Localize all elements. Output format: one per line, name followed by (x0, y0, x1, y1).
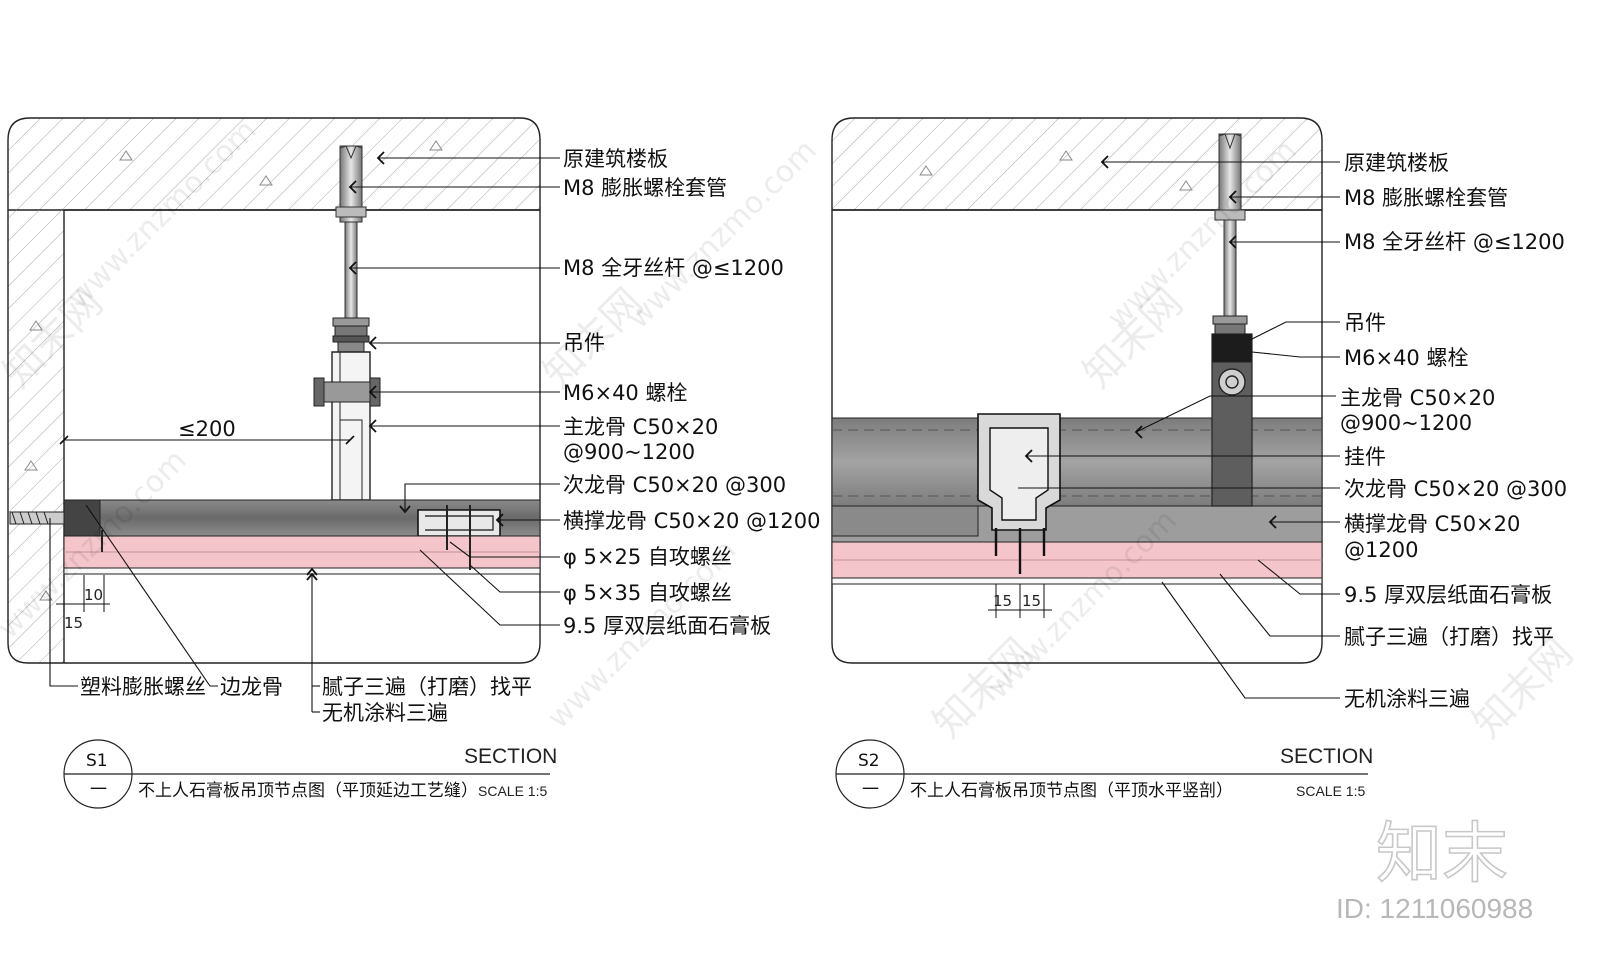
s1-hanger (331, 351, 371, 501)
s1-label-main-keel: 主龙骨 C50×20 (563, 415, 718, 439)
s2-label-anchor: M8 膨胀螺栓套管 (1344, 186, 1508, 210)
s2-scale: SCALE 1:5 (1296, 783, 1365, 799)
s2-detail: 15 15 原建筑楼板 M8 膨胀螺栓套管 M8 全 (831, 117, 1567, 809)
s1-cross-keel (417, 509, 501, 537)
s1-label-bolt: M6×40 螺栓 (563, 381, 687, 405)
s2-floor-slab (831, 117, 1323, 211)
s1-scale: SCALE 1:5 (478, 783, 547, 799)
s1-dim-10: 10 (84, 586, 103, 604)
s1-dim-200: ≤200 (178, 417, 236, 441)
s1-floor-slab (7, 117, 541, 211)
s2-label-sub-keel: 次龙骨 C50×20 @300 (1344, 477, 1567, 501)
s2-label-putty: 腻子三遍（打磨）找平 (1344, 625, 1554, 649)
s1-dim-15: 15 (64, 614, 83, 632)
s1-label-main-keel-spacing: @900~1200 (563, 440, 695, 464)
s2-code: S2 (858, 751, 880, 771)
s1-label-gypsum: 9.5 厚双层纸面石膏板 (563, 614, 771, 638)
s1-label-edge-keel: 边龙骨 (220, 675, 283, 699)
s2-section-label: SECTION (1280, 745, 1373, 768)
s2-label-clip: 挂件 (1344, 445, 1386, 469)
s2-label-bolt: M6×40 螺栓 (1344, 346, 1468, 370)
s2-label-hanger: 吊件 (1344, 311, 1386, 335)
image-id: ID: 1211060988 (1336, 893, 1533, 924)
s2-title: 不上人石膏板吊顶节点图（平顶水平竖剖） (910, 780, 1233, 801)
s1-finish-layer (63, 567, 541, 575)
watermark-brand-2: 知末网 (535, 280, 652, 397)
s1-edge-keel (63, 499, 101, 537)
s2-label-rod: M8 全牙丝杆 @≤1200 (1344, 230, 1565, 254)
s2-frame-outline (831, 210, 1323, 664)
s1-label-sub-keel: 次龙骨 C50×20 @300 (563, 473, 786, 497)
s1-label-rod: M8 全牙丝杆 @≤1200 (563, 256, 784, 280)
s2-label-cross-keel: 横撑龙骨 C50×20 (1344, 512, 1520, 536)
s1-m6-bolt (317, 381, 377, 403)
s1-label-slab: 原建筑楼板 (563, 147, 668, 171)
s2-label-main-keel-spacing: @900~1200 (1340, 411, 1472, 435)
s1-label-anchor: M8 膨胀螺栓套管 (563, 176, 727, 200)
s1-title: 不上人石膏板吊顶节点图（平顶延边工艺缝） (138, 780, 478, 801)
s2-label-main-keel: 主龙骨 C50×20 (1340, 386, 1495, 410)
s1-label-plastic-anchor: 塑料膨胀螺丝 (80, 675, 206, 699)
s1-detail: ≤200 10 15 原建筑楼板 M8 膨胀螺栓套管 M8 全牙丝杆 @≤120… (7, 117, 821, 809)
s1-label-screw25: φ 5×25 自攻螺丝 (563, 545, 732, 569)
s2-label-gypsum: 9.5 厚双层纸面石膏板 (1344, 583, 1552, 607)
s1-label-screw35: φ 5×35 自攻螺丝 (563, 581, 732, 605)
s2-m6-bolt (1218, 368, 1246, 396)
s1-section-label: SECTION (464, 745, 557, 768)
watermark-brand-4: 知末网 (925, 630, 1042, 747)
s2-label-paint: 无机涂料三遍 (1344, 687, 1470, 711)
s1-label-putty: 腻子三遍（打磨）找平 (322, 675, 532, 699)
s1-sub: 一 (90, 780, 107, 800)
s1-title-block: S1 一 SECTION 不上人石膏板吊顶节点图（平顶延边工艺缝） SCALE … (63, 739, 557, 809)
s2-label-slab: 原建筑楼板 (1344, 151, 1449, 175)
s1-label-cross-keel: 横撑龙骨 C50×20 @1200 (563, 509, 821, 533)
s1-side-wall (8, 210, 64, 663)
s2-dim-15a: 15 (993, 592, 1012, 610)
s1-code: S1 (86, 751, 108, 771)
s2-sub: 一 (862, 780, 879, 800)
s1-plastic-anchor (9, 511, 65, 525)
s2-finish-layer (831, 577, 1323, 585)
s2-label-cross-keel-spacing: @1200 (1344, 538, 1418, 562)
s2-title-block: S2 一 SECTION 不上人石膏板吊顶节点图（平顶水平竖剖） SCALE 1… (835, 739, 1373, 809)
brand-logo: 知末 (1376, 815, 1508, 892)
s1-frame-outline (7, 210, 541, 664)
s1-label-paint: 无机涂料三遍 (322, 701, 448, 725)
s2-dim-15b: 15 (1022, 592, 1041, 610)
s1-label-hanger: 吊件 (563, 331, 605, 355)
